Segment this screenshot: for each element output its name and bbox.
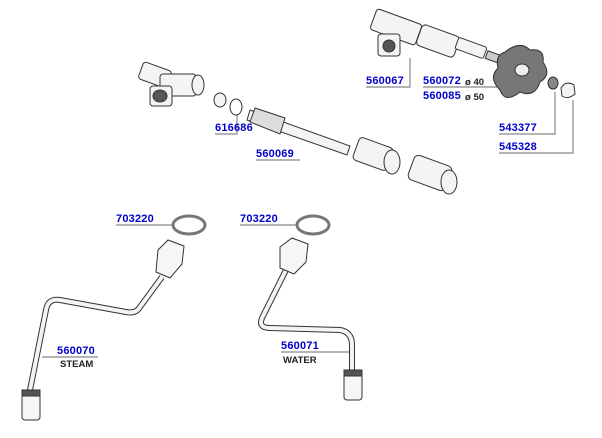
part-link-616686[interactable]: 616686 — [215, 122, 253, 134]
water-pipe-icon — [258, 237, 363, 401]
part-link-703220-left[interactable]: 703220 — [116, 213, 154, 225]
part-name-steam: STEAM — [60, 359, 94, 370]
part-link-560071[interactable]: 560071 — [281, 340, 319, 352]
part-link-560067[interactable]: 560067 — [366, 75, 404, 87]
part-link-560070[interactable]: 560070 — [57, 345, 95, 357]
part-link-545328[interactable]: 545328 — [499, 141, 537, 153]
washer-icon — [213, 92, 227, 108]
valve-body-icon — [370, 8, 508, 66]
leader-560067 — [366, 58, 411, 88]
steam-pipe-icon — [21, 239, 185, 421]
nut-icon — [352, 137, 401, 175]
washer-icon — [229, 98, 243, 116]
part-link-560069[interactable]: 560069 — [256, 148, 294, 160]
cap-nut-icon — [560, 82, 576, 99]
leader-545328 — [499, 100, 574, 154]
coupling-icon — [407, 154, 458, 195]
leader-lines — [42, 58, 574, 358]
part-link-543377[interactable]: 543377 — [499, 122, 537, 134]
shaft-icon — [246, 107, 351, 156]
part-link-560072[interactable]: 560072 — [423, 75, 461, 87]
leader-543377 — [499, 92, 556, 135]
knob-hole-icon — [514, 63, 530, 77]
part-size-560072: ø 40 — [465, 77, 485, 88]
o-ring-icon — [295, 214, 331, 236]
part-link-560085[interactable]: 560085 — [423, 90, 461, 102]
part-name-water: WATER — [283, 355, 317, 366]
tee-fitting-icon — [138, 61, 205, 107]
leader-616686 — [215, 112, 238, 135]
part-size-560085: ø 50 — [465, 92, 485, 103]
part-link-703220-right[interactable]: 703220 — [240, 213, 278, 225]
o-ring-icon — [171, 214, 207, 236]
washer-icon — [547, 76, 559, 90]
